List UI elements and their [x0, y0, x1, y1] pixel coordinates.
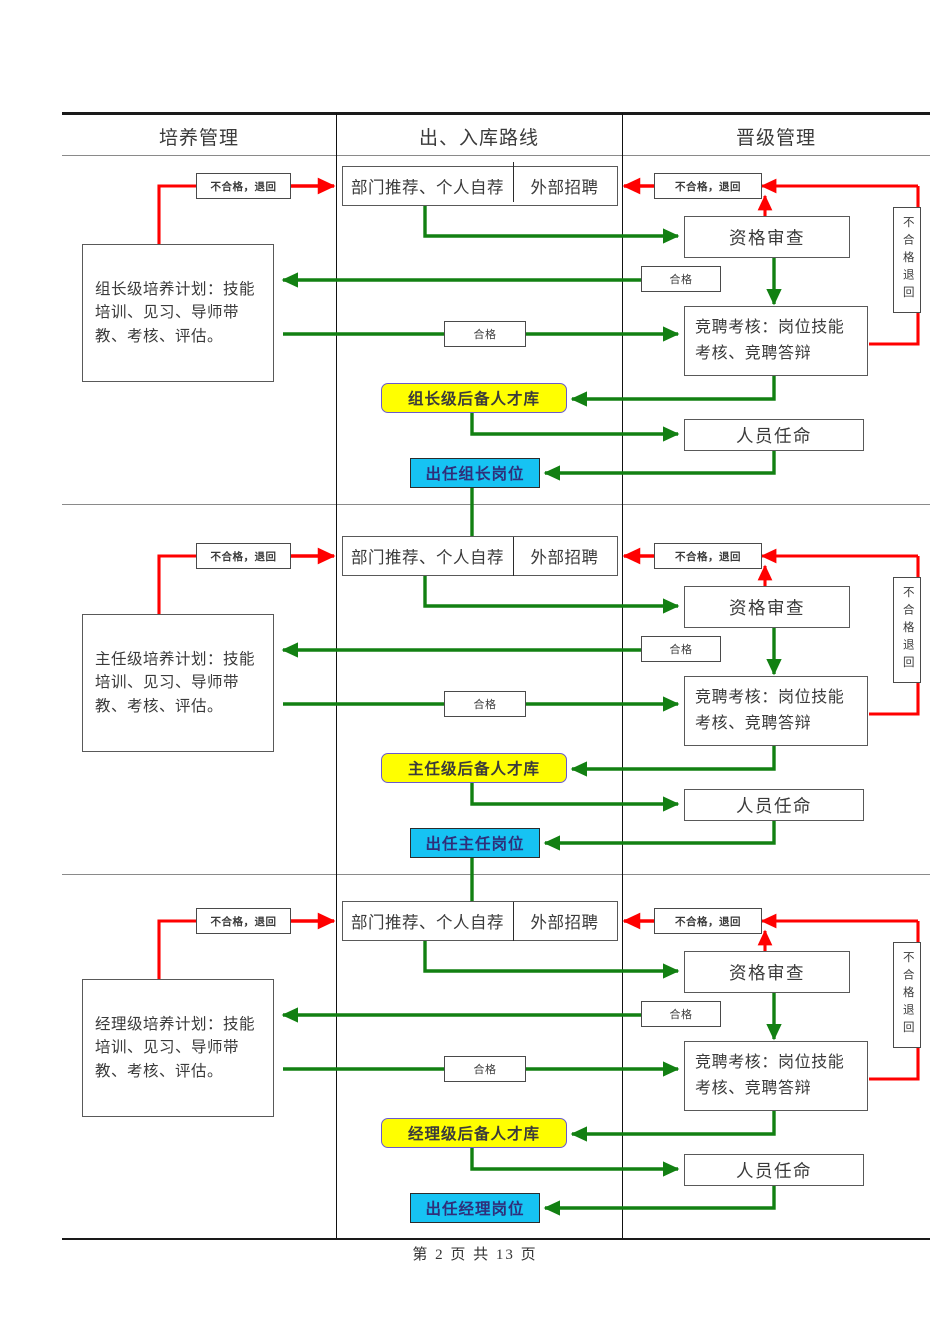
competition-assessment-3: 竞聘考核：岗位技能考核、竞聘答辩 — [684, 1041, 868, 1111]
reject-tag-right-3: 不合格，退回 — [654, 908, 762, 934]
training-plan-box-1: 组长级培养计划：技能培训、见习、导师带教、考核、评估。 — [82, 244, 274, 382]
qualification-review-1: 资格审查 — [684, 216, 850, 258]
source-box-divider-1 — [513, 162, 515, 202]
talent-pool-1[interactable]: 组长级后备人才库 — [381, 383, 567, 413]
qualification-review-2: 资格审查 — [684, 586, 850, 628]
training-plan-box-2: 主任级培养计划：技能培训、见习、导师带教、考核、评估。 — [82, 614, 274, 752]
source-recommend-3: 部门推荐、个人自荐 — [351, 913, 504, 932]
pass-tag-upper-2: 合格 — [641, 636, 721, 662]
column-separator-left — [336, 113, 338, 1238]
pass-tag-upper-1: 合格 — [641, 266, 721, 292]
reject-tag-left-2: 不合格，退回 — [196, 543, 291, 569]
pass-tag-lower-3: 合格 — [444, 1056, 526, 1082]
training-plan-box-3: 经理级培养计划：技能培训、见习、导师带教、考核、评估。 — [82, 979, 274, 1117]
pass-tag-upper-3: 合格 — [641, 1001, 721, 1027]
reject-tag-right-2: 不合格，退回 — [654, 543, 762, 569]
section-divider-1 — [62, 504, 930, 506]
appointment-2[interactable]: 出任主任岗位 — [410, 828, 540, 858]
source-box-2: 部门推荐、个人自荐 外部招聘 — [342, 536, 618, 576]
header-underline — [62, 155, 930, 157]
source-recommend-1: 部门推荐、个人自荐 — [351, 178, 504, 197]
source-external-3: 外部招聘 — [530, 913, 599, 932]
page-footer: 第 2 页 共 13 页 — [412, 1247, 538, 1263]
column-header-route: 出、入库路线 — [418, 127, 539, 149]
personnel-appointment-3: 人员任命 — [684, 1154, 864, 1186]
source-recommend-2: 部门推荐、个人自荐 — [351, 548, 504, 567]
source-external-2: 外部招聘 — [530, 548, 599, 567]
source-box-divider-3 — [513, 902, 515, 941]
reject-vertical-3: 不合格退回 — [893, 942, 921, 1048]
source-external-1: 外部招聘 — [530, 178, 599, 197]
source-box-3: 部门推荐、个人自荐 外部招聘 — [342, 901, 618, 941]
column-header-promotion: 晋级管理 — [735, 127, 816, 149]
pass-tag-lower-2: 合格 — [444, 691, 526, 717]
bottom-rule — [62, 1238, 930, 1240]
talent-pool-3[interactable]: 经理级后备人才库 — [381, 1118, 567, 1148]
talent-pool-2[interactable]: 主任级后备人才库 — [381, 753, 567, 783]
reject-vertical-2: 不合格退回 — [893, 577, 921, 683]
reject-tag-left-3: 不合格，退回 — [196, 908, 291, 934]
qualification-review-3: 资格审查 — [684, 951, 850, 993]
competition-assessment-2: 竞聘考核：岗位技能考核、竞聘答辩 — [684, 676, 868, 746]
column-header-training: 培养管理 — [158, 127, 239, 149]
reject-vertical-1: 不合格退回 — [893, 207, 921, 313]
competition-assessment-1: 竞聘考核：岗位技能考核、竞聘答辩 — [684, 306, 868, 376]
appointment-3[interactable]: 出任经理岗位 — [410, 1193, 540, 1223]
personnel-appointment-1: 人员任命 — [684, 419, 864, 451]
pass-tag-lower-1: 合格 — [444, 321, 526, 347]
column-separator-right — [622, 113, 624, 1238]
reject-tag-right-1: 不合格，退回 — [654, 173, 762, 199]
reject-tag-left-1: 不合格，退回 — [196, 173, 291, 199]
source-box-1: 部门推荐、个人自荐 外部招聘 — [342, 166, 618, 206]
section-divider-2 — [62, 874, 930, 876]
source-box-divider-2 — [513, 537, 515, 576]
personnel-appointment-2: 人员任命 — [684, 789, 864, 821]
appointment-1[interactable]: 出任组长岗位 — [410, 458, 540, 488]
top-rule — [62, 112, 930, 115]
